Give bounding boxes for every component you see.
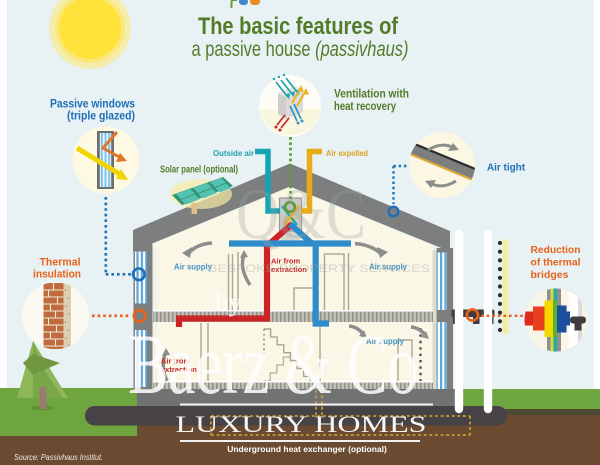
svg-text:Solar panel (optional): Solar panel (optional) <box>160 165 238 176</box>
svg-text:Reduction: Reduction <box>531 244 581 256</box>
svg-text:bridges: bridges <box>531 269 569 281</box>
svg-text:extraction: extraction <box>161 365 197 374</box>
svg-text:a passive house (passivhaus): a passive house (passivhaus) <box>192 38 409 61</box>
svg-text:Passive windows: Passive windows <box>50 99 135 111</box>
svg-text:Air supply: Air supply <box>174 263 213 272</box>
svg-text:The basic features of: The basic features of <box>198 13 399 40</box>
svg-text:Air from: Air from <box>161 357 191 366</box>
svg-text:Source: Passivhaus Institut.: Source: Passivhaus Institut. <box>14 452 103 462</box>
svg-text:Outside air: Outside air <box>213 148 255 158</box>
svg-text:Air tight: Air tight <box>487 163 526 174</box>
svg-text:of thermal: of thermal <box>531 257 581 269</box>
svg-text:insulation: insulation <box>33 269 81 281</box>
svg-text:Underground heat exchanger (op: Underground heat exchanger (optional) <box>227 444 387 454</box>
svg-text:by: by <box>216 288 242 317</box>
svg-text:Air from: Air from <box>271 257 301 266</box>
svg-text:Air supply: Air supply <box>366 337 405 346</box>
svg-text:Q&C: Q&C <box>236 174 366 254</box>
svg-text:BESPOKE PROPERTY SERVICES: BESPOKE PROPERTY SERVICES <box>208 263 430 275</box>
svg-text:Thermal: Thermal <box>40 257 81 269</box>
svg-text:Baerz & Co: Baerz & Co <box>128 316 418 412</box>
svg-text:Ventilation with: Ventilation with <box>334 89 409 101</box>
svg-text:Air expelled: Air expelled <box>326 148 368 158</box>
svg-text:extraction: extraction <box>271 265 307 274</box>
svg-text:Air supply: Air supply <box>369 263 408 272</box>
svg-text:heat recovery: heat recovery <box>334 101 396 113</box>
svg-text:(triple glazed): (triple glazed) <box>67 111 135 123</box>
svg-text:LUXURY HOMES: LUXURY HOMES <box>176 412 427 437</box>
